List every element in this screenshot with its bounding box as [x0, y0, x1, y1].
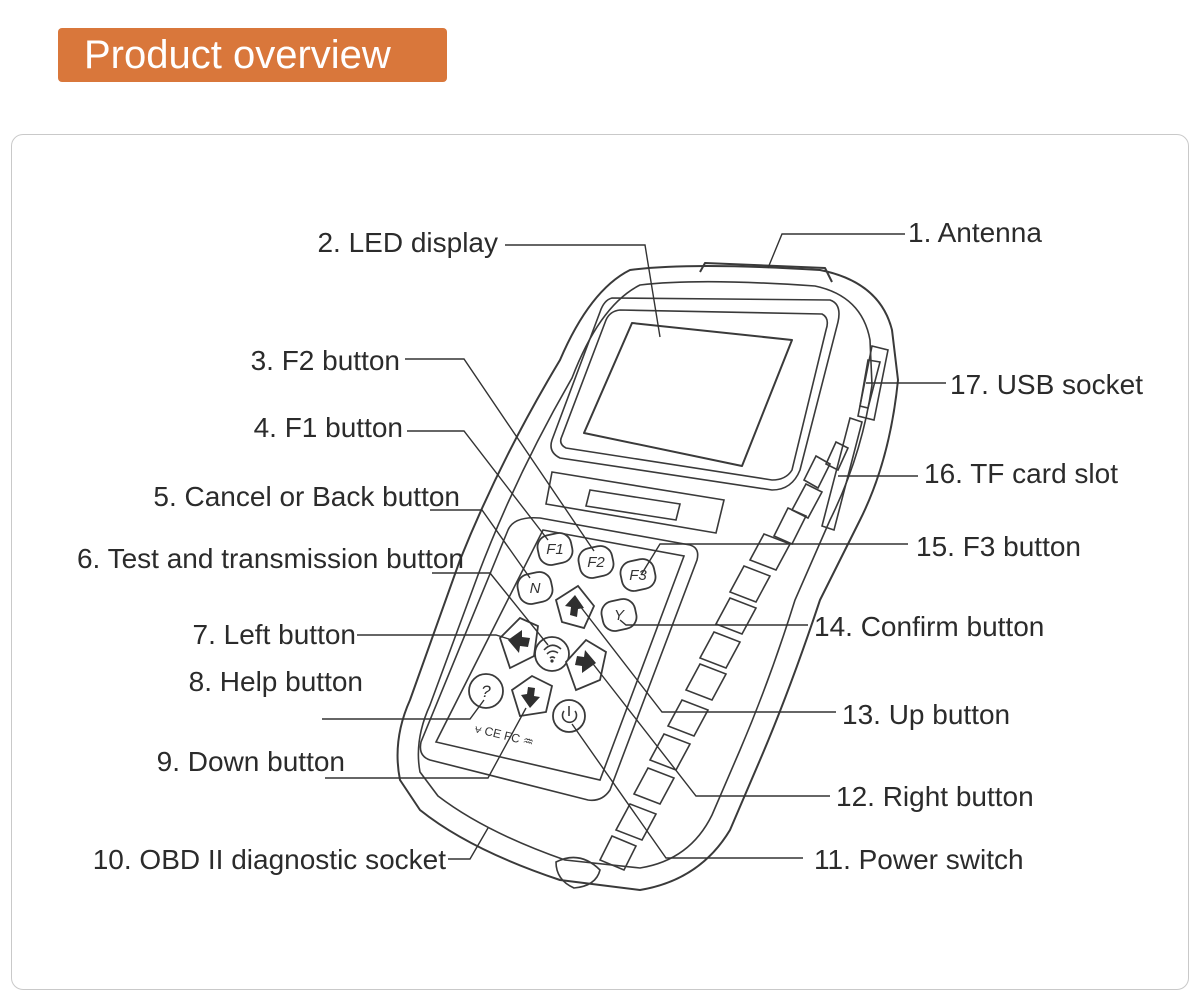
svg-text:Y: Y [614, 607, 625, 624]
label-f3-button: 15. F3 button [916, 531, 1081, 562]
right-key[interactable] [566, 640, 606, 690]
label-power-switch: 11. Power switch [814, 844, 1024, 875]
label-usb-socket: 17. USB socket [950, 369, 1143, 400]
label-right-button: 12. Right button [836, 781, 1034, 812]
label-down-button: 9. Down button [157, 746, 345, 777]
svg-text:?: ? [481, 682, 491, 701]
svg-text:F2: F2 [587, 554, 605, 571]
label-tf-card-slot: 16. TF card slot [924, 458, 1118, 489]
label-antenna: 1. Antenna [908, 217, 1042, 248]
power-key[interactable] [553, 700, 585, 732]
leader-confirm [620, 620, 808, 625]
label-obd-socket: 10. OBD II diagnostic socket [93, 844, 447, 875]
svg-text:F1: F1 [546, 541, 564, 558]
certification-marks: ⩝ CE FC ♒ [473, 721, 535, 749]
label-f1-button: 4. F1 button [254, 412, 403, 443]
tf-card-slot [822, 418, 862, 530]
label-cancel-button: 5. Cancel or Back button [153, 481, 460, 512]
side-grip [600, 442, 848, 870]
n-key[interactable]: N [515, 570, 554, 606]
leader-f3 [641, 544, 908, 575]
label-left-button: 7. Left button [193, 619, 356, 650]
label-confirm-button: 14. Confirm button [814, 611, 1044, 642]
leader-antenna [768, 234, 905, 268]
f1-key[interactable]: F1 [535, 531, 574, 567]
leader-right [590, 660, 830, 796]
svg-text:N: N [530, 580, 541, 597]
help-key[interactable]: ? [469, 674, 503, 708]
label-up-button: 13. Up button [842, 699, 1010, 730]
led-display-screen [584, 323, 792, 466]
label-test-button: 6. Test and transmission button [77, 543, 464, 574]
up-key[interactable] [556, 586, 594, 628]
f2-key[interactable]: F2 [576, 544, 615, 580]
leader-power [572, 724, 803, 858]
screen-bezel [551, 298, 839, 490]
down-key[interactable] [512, 676, 552, 716]
label-f2-button: 3. F2 button [251, 345, 400, 376]
label-led-display: 2. LED display [317, 227, 498, 258]
y-key[interactable]: Y [599, 597, 638, 633]
callout-labels: 1. Antenna 2. LED display 3. F2 button 4… [77, 217, 1143, 875]
f3-key[interactable]: F3 [618, 557, 657, 593]
test-transmit-key[interactable] [535, 637, 569, 671]
label-help-button: 8. Help button [189, 666, 363, 697]
